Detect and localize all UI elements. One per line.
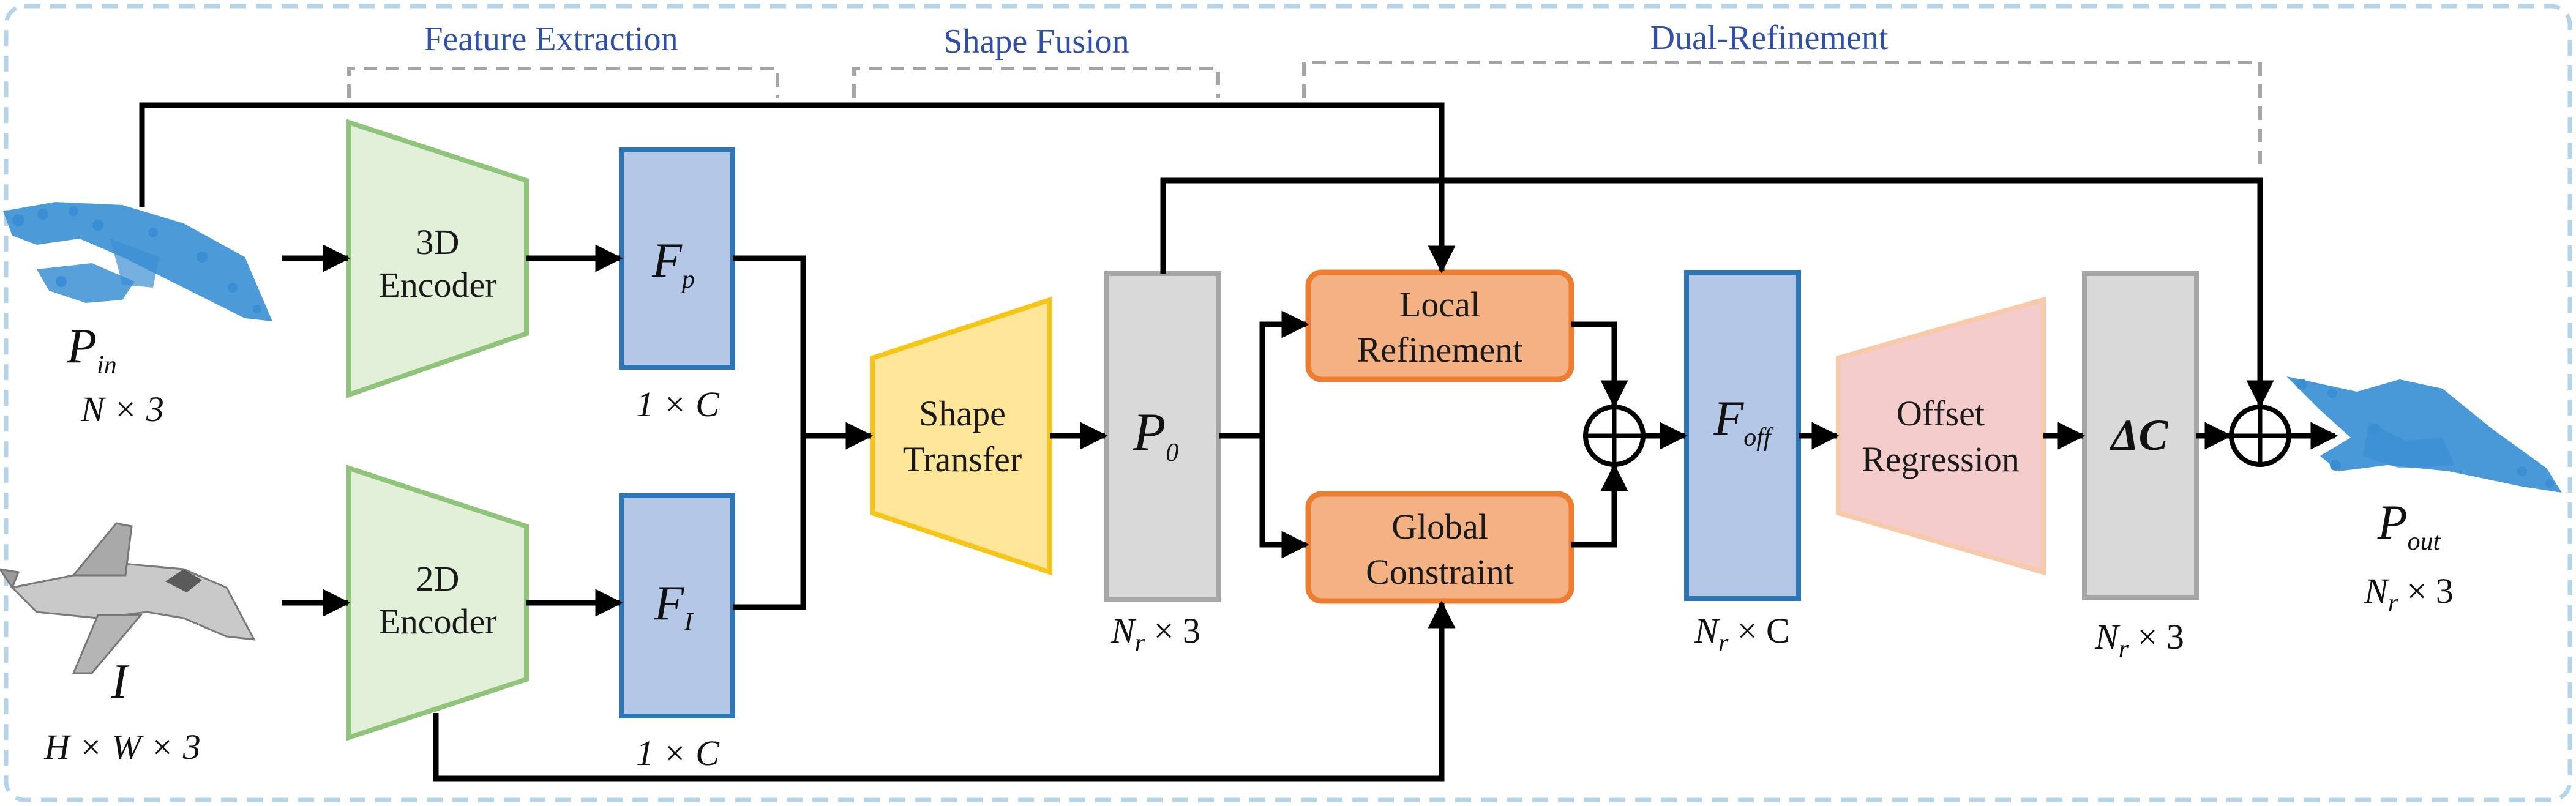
feature-foff-label: Foff bbox=[1713, 392, 1774, 452]
arrow-p0-to-global-constraint bbox=[1259, 436, 1309, 559]
outer-frame bbox=[4, 4, 2572, 802]
bracket-shape-fusion bbox=[852, 67, 1220, 98]
feature-fp-label: Fp bbox=[651, 234, 695, 294]
shape-transfer-label-line1: Shape bbox=[919, 394, 1006, 433]
section-label-shape-fusion: Shape Fusion bbox=[943, 23, 1129, 61]
bracket-dual-refinement bbox=[1302, 61, 2262, 164]
encoder-3d-label-line1: 3D bbox=[416, 222, 460, 262]
arrow-p0-to-local-refinement bbox=[1219, 310, 1309, 439]
feature-fi-subscript: I bbox=[683, 608, 694, 636]
label-p-in-symbol: P bbox=[66, 319, 97, 373]
feature-foff-dim-rest: × C bbox=[1728, 611, 1789, 651]
shape-transfer-label-line2: Transfer bbox=[903, 439, 1022, 479]
label-output-dim: Nr × 3 bbox=[2364, 571, 2454, 618]
input-image-aircraft-icon bbox=[0, 522, 256, 674]
feature-foff-dim-symbol: N bbox=[1694, 611, 1720, 651]
global-constraint-label-line2: Constraint bbox=[1366, 552, 1514, 592]
p0-dim: Nr × 3 bbox=[1110, 611, 1200, 657]
label-output-dim-symbol: N bbox=[2364, 571, 2390, 611]
encoder-2d-block bbox=[346, 465, 529, 741]
offset-regression-label-line1: Offset bbox=[1896, 394, 1985, 433]
label-p-out: Pout bbox=[2377, 496, 2441, 556]
p0-dim-rest: × 3 bbox=[1145, 611, 1200, 651]
feature-fi-label: FI bbox=[654, 577, 694, 636]
shape-transfer-block bbox=[870, 296, 1052, 576]
delta-c-dim-rest: × 3 bbox=[2129, 617, 2184, 657]
local-refinement-label-line1: Local bbox=[1399, 285, 1480, 324]
label-h-x-w-x-3: H × W × 3 bbox=[43, 727, 200, 767]
feature-fp-dim: 1 × C bbox=[636, 384, 720, 424]
delta-c-dim: Nr × 3 bbox=[2094, 617, 2184, 663]
label-p-in-subscript: in bbox=[97, 351, 117, 379]
delta-c-label: ΔC bbox=[2109, 411, 2168, 460]
p0-subscript: 0 bbox=[1166, 439, 1178, 467]
label-p-in: Pin bbox=[66, 319, 117, 379]
feature-fi-dim: 1 × C bbox=[636, 733, 720, 773]
encoder-3d-label-line2: Encoder bbox=[378, 265, 496, 305]
feature-foff-symbol: F bbox=[1713, 392, 1744, 446]
feature-fi-symbol: F bbox=[654, 577, 685, 630]
feature-foff-dim: Nr × C bbox=[1694, 611, 1789, 657]
local-refinement-label-line2: Refinement bbox=[1357, 330, 1523, 370]
delta-c-dim-symbol: N bbox=[2094, 617, 2121, 657]
label-output-dim-subscript: r bbox=[2388, 589, 2398, 618]
sum-node-refinement bbox=[1583, 405, 1646, 467]
p0-label: P0 bbox=[1133, 403, 1179, 467]
label-p-out-subscript: out bbox=[2408, 528, 2441, 556]
output-point-cloud-icon bbox=[2286, 376, 2562, 493]
line-fi-to-merge bbox=[733, 436, 806, 610]
label-n-x-3: N × 3 bbox=[80, 389, 164, 429]
p0-dim-subscript: r bbox=[1135, 629, 1145, 657]
arrow-2d-encoder-skip-to-global-constraint bbox=[433, 600, 1456, 782]
arrow-global-to-sum bbox=[1571, 463, 1628, 548]
label-i: I bbox=[111, 655, 130, 709]
global-constraint-label-line1: Global bbox=[1391, 507, 1488, 547]
feature-fp-symbol: F bbox=[651, 234, 683, 288]
offset-regression-block bbox=[1836, 296, 2046, 576]
encoder-2d-label-line1: 2D bbox=[416, 559, 460, 599]
offset-regression-label-line2: Regression bbox=[1862, 439, 2020, 479]
arrow-local-to-sum bbox=[1571, 321, 1628, 408]
delta-c-dim-subscript: r bbox=[2119, 635, 2129, 663]
p0-dim-symbol: N bbox=[1110, 611, 1137, 651]
encoder-3d-block bbox=[346, 119, 529, 398]
label-p-out-symbol: P bbox=[2377, 496, 2408, 550]
section-label-dual-refinement: Dual-Refinement bbox=[1650, 19, 1889, 57]
feature-foff-dim-subscript: r bbox=[1718, 629, 1729, 657]
feature-foff-subscript: off bbox=[1743, 424, 1774, 452]
bracket-feature-extraction bbox=[347, 67, 779, 98]
input-point-cloud-icon bbox=[3, 202, 272, 321]
encoder-2d-label-line2: Encoder bbox=[378, 602, 496, 641]
section-label-feature-extraction: Feature Extraction bbox=[424, 20, 678, 58]
arrow-pin-skip-to-local-refinement bbox=[139, 102, 1456, 274]
label-output-dim-rest: × 3 bbox=[2398, 571, 2454, 611]
line-fp-to-merge bbox=[733, 255, 806, 436]
sum-node-output bbox=[2229, 405, 2291, 467]
p0-symbol: P bbox=[1133, 403, 1166, 462]
feature-fp-subscript: p bbox=[680, 266, 695, 294]
connectors bbox=[139, 102, 2338, 782]
arrow-p0-skip-to-output-sum bbox=[1160, 177, 2274, 408]
